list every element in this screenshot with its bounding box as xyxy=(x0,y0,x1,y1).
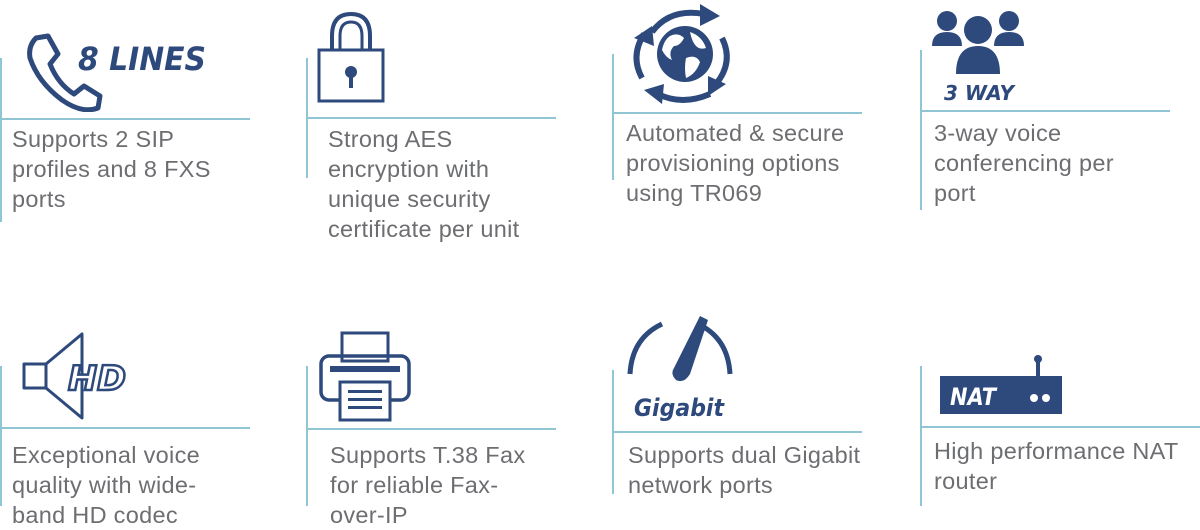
router-icon: NAT xyxy=(940,355,1062,414)
phone-icon: 8 LINES xyxy=(27,33,206,112)
feature-description: Exceptional voice quality with wide- ban… xyxy=(12,442,200,528)
divider-horizontal xyxy=(612,431,862,433)
divider-vertical xyxy=(0,366,2,506)
divider-vertical xyxy=(306,366,308,506)
divider-horizontal xyxy=(0,427,250,429)
feature-description: Supports dual Gigabit network ports xyxy=(628,442,861,498)
globe-sync-icon xyxy=(633,4,730,104)
icon-label-hd: HD xyxy=(68,359,126,399)
feature-description: Supports T.38 Fax for reliable Fax- over… xyxy=(330,442,526,528)
divider-horizontal xyxy=(612,112,862,114)
divider-horizontal xyxy=(0,118,250,120)
feature-description: High performance NAT router xyxy=(934,438,1179,494)
divider-horizontal xyxy=(306,117,556,119)
icon-label-nat: NAT xyxy=(950,383,997,411)
padlock-icon xyxy=(317,11,385,103)
feature-description: Supports 2 SIP profiles and 8 FXS ports xyxy=(12,126,211,212)
divider-vertical xyxy=(920,366,922,506)
divider-vertical xyxy=(920,50,922,210)
icon-label-gigabit: Gigabit xyxy=(634,394,725,422)
feature-description: Automated & secure provisioning options … xyxy=(626,120,845,206)
divider-horizontal xyxy=(920,110,1170,112)
printer-icon xyxy=(319,331,411,422)
divider-horizontal xyxy=(920,426,1200,428)
feature-description: Strong AES encryption with unique securi… xyxy=(328,126,520,242)
speaker-icon: HD xyxy=(22,332,127,420)
gauge-icon: Gigabit xyxy=(627,316,733,422)
divider-vertical xyxy=(0,58,2,222)
icon-label-3-way: 3 WAY xyxy=(944,81,1017,104)
divider-vertical xyxy=(612,54,614,180)
divider-horizontal xyxy=(306,428,556,430)
people-icon: 3 WAY xyxy=(932,11,1024,104)
feature-description: 3-way voice conferencing per port xyxy=(934,120,1114,206)
icon-label-8-lines: 8 LINES xyxy=(78,40,206,78)
